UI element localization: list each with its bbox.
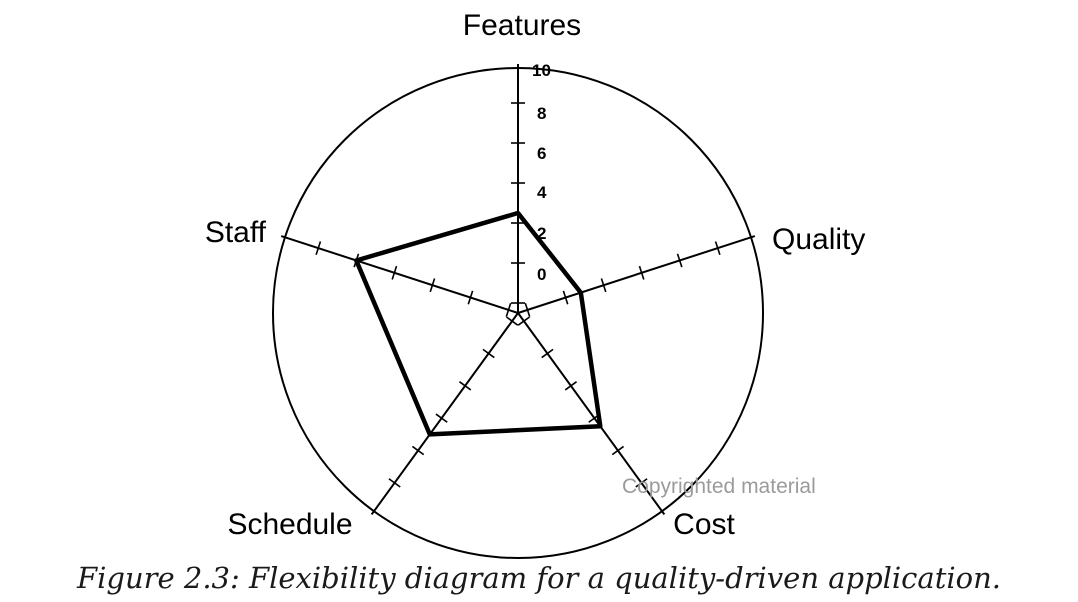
copyright-watermark: Copyrighted material [622, 475, 816, 498]
tick-cost-10 [635, 478, 648, 488]
tick-schedule-8 [411, 445, 425, 456]
axis-spoke-cost [517, 312, 666, 516]
axis-spoke-quality [517, 235, 756, 314]
tick-schedule-10 [388, 478, 401, 488]
tick-cost-8 [611, 445, 625, 456]
tick-quality-4 [600, 278, 607, 293]
tick-label-0: 0 [537, 265, 546, 284]
figure-caption: Figure 2.3: Flexibility diagram for a qu… [76, 561, 1001, 595]
tick-label-10: 10 [532, 61, 551, 80]
tick-quality-10 [714, 241, 721, 256]
tick-staff-2 [467, 290, 474, 305]
tick-staff-0 [505, 303, 512, 317]
tick-quality-8 [676, 253, 683, 268]
tick-staff-10 [315, 241, 322, 256]
tick-marks [315, 102, 721, 488]
tick-cost-2 [541, 348, 554, 359]
flexibility-profile-polygon [354, 210, 603, 437]
axis-label-cost: Cost [673, 508, 735, 541]
tick-cost-0 [517, 316, 531, 326]
axis-label-schedule: Schedule [227, 508, 352, 541]
tick-quality-0 [524, 303, 531, 317]
tick-schedule-2 [482, 348, 495, 359]
tick-schedule-0 [505, 316, 519, 326]
tick-label-8: 8 [537, 104, 546, 123]
tick-staff-6 [391, 265, 398, 280]
tick-schedule-4 [458, 381, 472, 391]
tick-quality-2 [562, 290, 569, 305]
axis-spoke-schedule [370, 312, 519, 516]
tick-quality-6 [638, 265, 645, 280]
tick-cost-4 [564, 381, 578, 391]
axis-label-staff: Staff [205, 216, 267, 249]
tick-labels: 0 2 4 6 8 10 [532, 61, 551, 284]
axis-label-quality: Quality [772, 223, 865, 256]
axis-spokes [280, 64, 756, 516]
tick-label-4: 4 [537, 183, 547, 202]
tick-label-2: 2 [537, 224, 546, 243]
axis-label-features: Features [463, 9, 581, 42]
tick-staff-4 [429, 278, 436, 293]
axis-spoke-staff [280, 235, 519, 314]
tick-label-6: 6 [537, 144, 546, 163]
tick-schedule-6 [435, 413, 448, 423]
